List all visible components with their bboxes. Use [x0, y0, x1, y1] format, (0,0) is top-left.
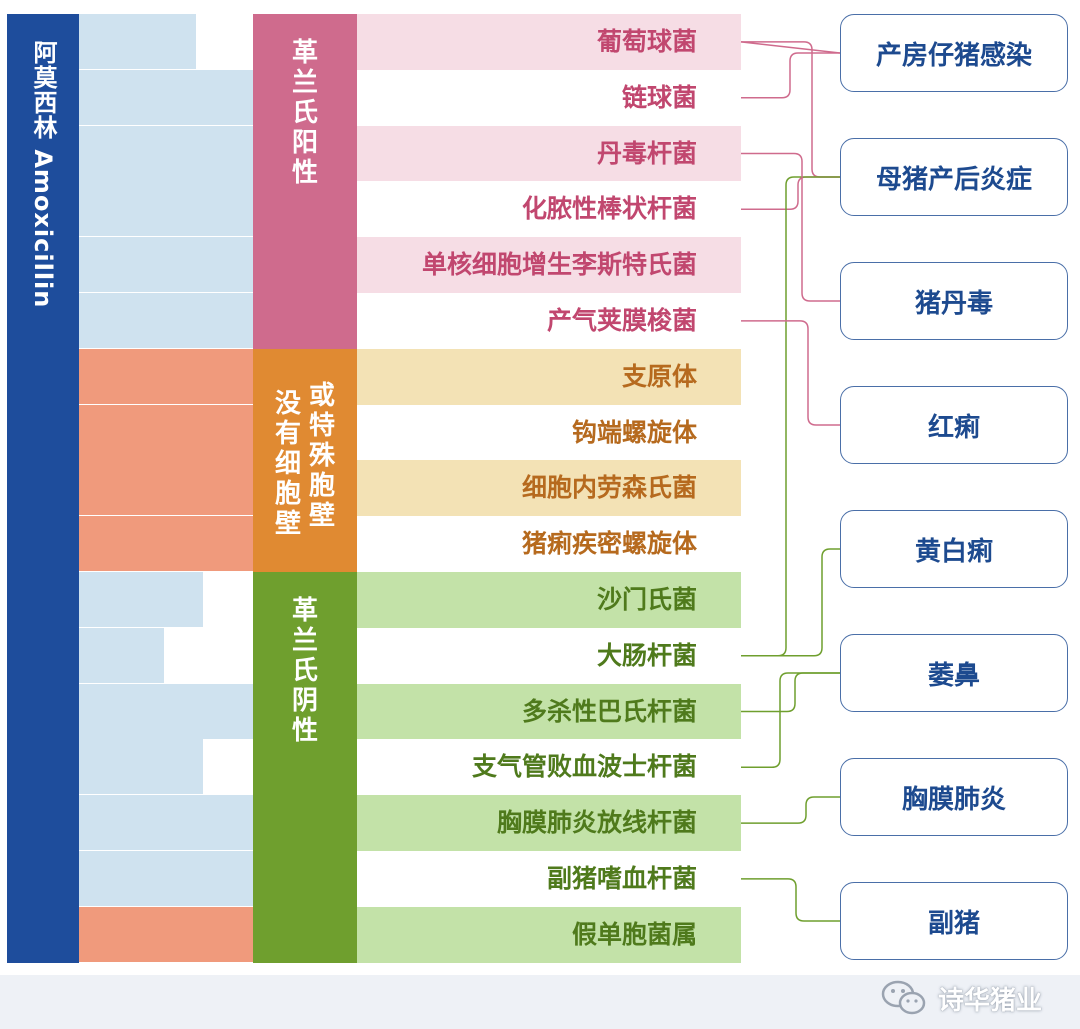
- link-line: [741, 320, 840, 426]
- bacteria-name: 支原体: [621, 361, 697, 391]
- coverage-bar: [79, 293, 253, 349]
- bacteria-row: 化脓性棒状杆菌: [357, 181, 741, 238]
- coverage-bar: [79, 125, 253, 182]
- bacteria-name: 链球菌: [621, 82, 697, 112]
- bacteria-row: 假单胞菌属: [357, 906, 741, 963]
- link-line: [741, 672, 840, 769]
- drug-column: [7, 14, 79, 963]
- disease-box: 产房仔猪感染: [840, 14, 1068, 92]
- coverage-bar: [79, 348, 253, 405]
- bacteria-name: 猪痢疾密螺旋体: [521, 529, 697, 559]
- group-label: 革兰氏阴性: [291, 596, 318, 746]
- bacteria-row: 支原体: [357, 348, 741, 405]
- link-line: [741, 796, 840, 824]
- bacteria-name: 大肠杆菌: [596, 640, 697, 670]
- bacteria-name: 丹毒杆菌: [596, 138, 697, 168]
- bacteria-name: 多杀性巴氏杆菌: [521, 696, 697, 726]
- coverage-bar: [79, 795, 253, 852]
- bacteria-name: 支气管败血波士杆菌: [471, 752, 697, 782]
- coverage-bar: [79, 14, 196, 70]
- coverage-bar: [79, 906, 253, 963]
- group-block-gram-negative: [253, 572, 357, 963]
- watermark-text: 诗华猪业: [938, 985, 1043, 1016]
- bacteria-row: 钩端螺旋体: [357, 404, 741, 461]
- bacteria-name: 假单胞菌属: [571, 919, 697, 949]
- coverage-bar: [79, 627, 165, 684]
- bacteria-row: 产气荚膜梭菌: [357, 293, 741, 349]
- bacteria-row: 大肠杆菌: [357, 627, 741, 684]
- bacteria-row: 多杀性巴氏杆菌: [357, 683, 741, 740]
- link-line: [740, 41, 841, 54]
- wechat-icon: [881, 980, 926, 1015]
- disease-box: 黄白痢: [840, 510, 1068, 588]
- bacteria-name: 副猪嗜血杆菌: [546, 864, 697, 893]
- coverage-bar: [79, 683, 253, 740]
- link-line: [741, 878, 840, 922]
- disease-box: 母猪产后炎症: [840, 138, 1068, 216]
- coverage-bar: [79, 237, 253, 294]
- bacteria-row: 猪痢疾密螺旋体: [357, 516, 741, 573]
- group-block-no-cell-wall: [253, 348, 357, 572]
- coverage-bar: [79, 404, 253, 461]
- link-line: [741, 152, 840, 302]
- bacteria-row: 沙门氏菌: [357, 572, 741, 628]
- group-label: 或特殊胞壁: [308, 380, 335, 531]
- group-label: 没有细胞壁: [274, 388, 301, 539]
- bacteria-name: 产气荚膜梭菌: [546, 306, 697, 335]
- bacteria-name: 沙门氏菌: [596, 585, 697, 614]
- bacteria-row: 支气管败血波士杆菌: [357, 739, 741, 796]
- coverage-bar: [79, 572, 203, 628]
- link-line: [741, 672, 840, 713]
- coverage-bar: [79, 460, 253, 517]
- bacteria-name: 单核细胞增生李斯特氏菌: [421, 250, 697, 280]
- disease-box: 萎鼻: [840, 634, 1068, 712]
- coverage-bar: [79, 739, 203, 796]
- bacteria-row: 细胞内劳森氏菌: [357, 460, 741, 517]
- link-line: [741, 176, 840, 211]
- disease-box: 副猪: [840, 882, 1068, 960]
- bacteria-row: 副猪嗜血杆菌: [357, 851, 741, 907]
- drug-label: 阿莫西林 Amoxicillin: [29, 40, 57, 309]
- bacteria-row: 单核细胞增生李斯特氏菌: [357, 237, 741, 294]
- bacteria-name: 葡萄球菌: [596, 27, 697, 56]
- bacteria-name: 钩端螺旋体: [571, 417, 697, 447]
- bacteria-name: 细胞内劳森氏菌: [521, 473, 697, 503]
- bacteria-name: 化脓性棒状杆菌: [521, 194, 697, 224]
- coverage-bar: [79, 69, 253, 126]
- watermark: 诗华猪业: [880, 978, 1042, 1018]
- disease-box: 红痢: [840, 386, 1068, 464]
- link-line: [741, 176, 840, 657]
- link-line: [741, 548, 840, 657]
- group-label: 革兰氏阳性: [291, 38, 318, 188]
- disease-box: 猪丹毒: [840, 262, 1068, 340]
- bacteria-row: 丹毒杆菌: [357, 125, 741, 182]
- disease-box: 胸膜肺炎: [840, 758, 1068, 836]
- bacteria-row: 胸膜肺炎放线杆菌: [357, 795, 741, 852]
- coverage-bar: [79, 851, 253, 907]
- group-block-gram-positive: [253, 14, 357, 349]
- coverage-bar: [79, 181, 253, 238]
- bacteria-row: 链球菌: [357, 69, 741, 126]
- bacteria-row: 葡萄球菌: [357, 14, 741, 70]
- bacteria-name: 胸膜肺炎放线杆菌: [496, 808, 697, 838]
- coverage-bar: [79, 516, 253, 573]
- link-line: [741, 52, 840, 99]
